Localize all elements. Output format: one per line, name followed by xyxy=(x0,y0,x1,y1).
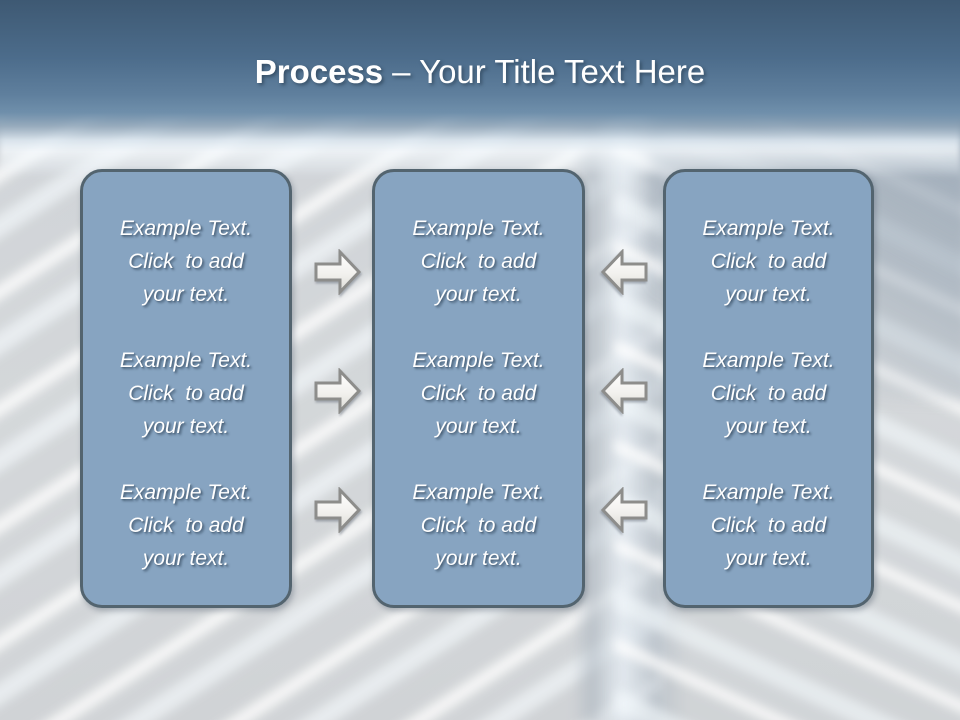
arrow-right-icon xyxy=(314,487,362,533)
text-placeholder[interactable]: Example Text. Click to add your text. xyxy=(702,481,835,570)
arrow-left-icon xyxy=(600,249,648,295)
arrow-left-icon xyxy=(600,368,648,414)
title-keyword: Process xyxy=(254,53,384,90)
text-placeholder[interactable]: Example Text. Click to add your text. xyxy=(702,349,835,438)
process-panel-center: Example Text. Click to add your text. Ex… xyxy=(372,169,585,608)
text-placeholder[interactable]: Example Text. Click to add your text. xyxy=(412,349,545,438)
arrow-right-icon xyxy=(314,249,362,295)
text-placeholder[interactable]: Example Text. Click to add your text. xyxy=(119,481,253,570)
process-panel-left: Example Text. Click to add your text. Ex… xyxy=(80,169,292,608)
arrow-left-icon xyxy=(600,487,648,533)
text-placeholder[interactable]: Example Text. Click to add your text. xyxy=(412,481,545,570)
text-placeholder[interactable]: Example Text. Click to add your text. xyxy=(702,217,835,306)
title-placeholder-text: – Your Title Text Here xyxy=(392,53,706,90)
header-banner: Process– Your Title Text Here xyxy=(0,0,960,152)
text-placeholder[interactable]: Example Text. Click to add your text. xyxy=(412,217,545,306)
text-placeholder[interactable]: Example Text. Click to add your text. xyxy=(119,217,253,306)
slide-title[interactable]: Process– Your Title Text Here xyxy=(0,52,960,92)
text-placeholder[interactable]: Example Text. Click to add your text. xyxy=(119,349,253,438)
arrow-right-icon xyxy=(314,368,362,414)
process-panel-right: Example Text. Click to add your text. Ex… xyxy=(663,169,874,608)
